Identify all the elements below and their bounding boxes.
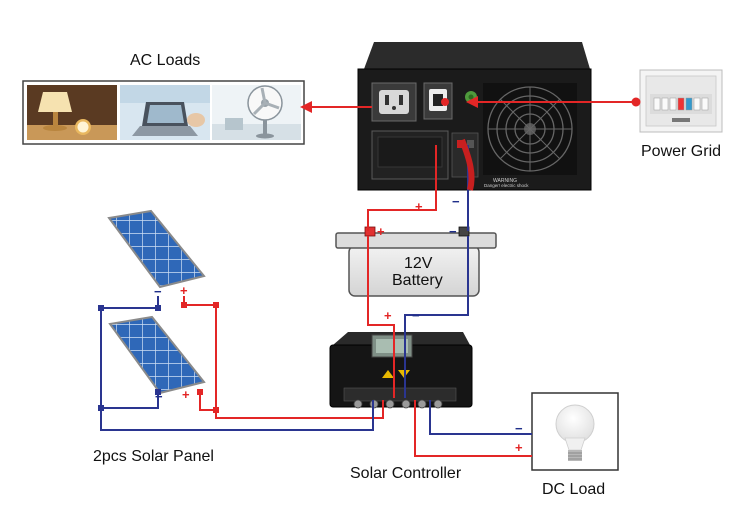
positive-wires bbox=[183, 101, 640, 457]
table-lamp-photo bbox=[27, 85, 117, 140]
solar-panel-top bbox=[107, 209, 206, 289]
battery-positive-mark: + bbox=[377, 224, 385, 239]
power-grid-breaker-box bbox=[639, 69, 723, 133]
power-grid-label: Power Grid bbox=[641, 143, 722, 160]
controller-battery-negative-mark: − bbox=[412, 308, 420, 323]
arrow-to-ac-loads bbox=[300, 101, 312, 113]
inverter-input-dot bbox=[441, 98, 449, 106]
controller-battery-positive-mark: + bbox=[384, 308, 392, 323]
electric-fan-photo bbox=[212, 85, 301, 140]
dc-load-negative-mark: − bbox=[515, 421, 523, 436]
solar-panel-bottom bbox=[108, 315, 206, 395]
panel2-positive-mark: + bbox=[182, 387, 190, 402]
negative-wires bbox=[100, 145, 532, 435]
inverter-warning-text: Danger! electric shock bbox=[484, 183, 529, 188]
inverter-dc-cable bbox=[459, 138, 475, 191]
arrow-grid-to-inverter bbox=[466, 96, 478, 108]
dc-load-bulb-photo bbox=[531, 392, 619, 471]
laptop-photo bbox=[120, 85, 210, 140]
inverter-warning-title: WARNING bbox=[493, 178, 517, 184]
dc-load-label: DC Load bbox=[542, 481, 606, 498]
panel1-positive-mark: + bbox=[180, 283, 188, 298]
solar-panels-label: 2pcs Solar Panel bbox=[93, 448, 214, 465]
battery-voltage-label: 12V bbox=[404, 255, 433, 272]
battery-label: Battery bbox=[392, 272, 443, 289]
inverter-unit: WARNING Danger! electric shock bbox=[357, 42, 592, 191]
battery-negative-mark: − bbox=[449, 224, 457, 239]
ac-loads-image-strip bbox=[22, 80, 305, 145]
inverter-positive-mark: + bbox=[415, 199, 423, 214]
battery bbox=[335, 226, 497, 297]
solar-controller-label: Solar Controller bbox=[350, 465, 462, 482]
grid-connection-dot bbox=[631, 97, 641, 107]
inverter-negative-mark: − bbox=[452, 194, 460, 209]
solar-controller-unit bbox=[329, 332, 473, 409]
battery-positive-terminal bbox=[364, 226, 376, 237]
panel2-negative-mark: − bbox=[155, 389, 163, 404]
dc-load-positive-mark: + bbox=[515, 440, 523, 455]
cooling-fan-grille bbox=[483, 83, 577, 175]
panel1-negative-mark: − bbox=[154, 284, 162, 299]
positive-junctions bbox=[181, 302, 219, 413]
negative-junctions bbox=[98, 305, 161, 411]
battery-negative-terminal bbox=[458, 226, 470, 237]
ac-loads-label: AC Loads bbox=[130, 52, 201, 69]
